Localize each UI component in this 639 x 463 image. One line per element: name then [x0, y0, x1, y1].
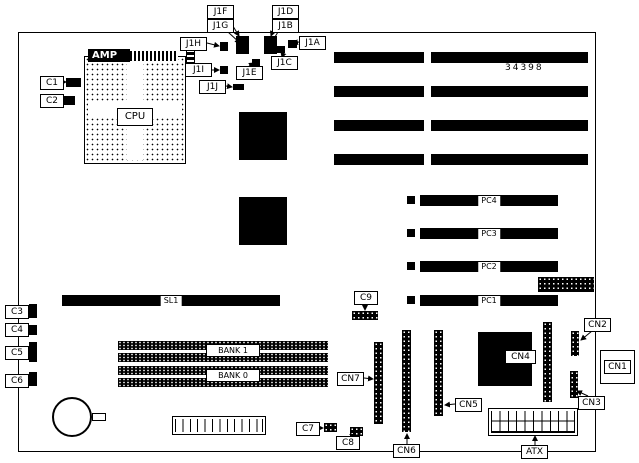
connector-cn6	[402, 330, 411, 432]
pci-slot-label: PC2	[478, 261, 500, 272]
connector-c9	[352, 311, 378, 320]
callout-c8: C8	[336, 436, 360, 450]
pci-slot-pc4: PC4	[420, 195, 558, 206]
simm-socket	[118, 353, 328, 362]
chipset-qfp	[239, 112, 287, 160]
battery-tab	[92, 413, 106, 421]
jumper-block-j1h	[220, 42, 228, 51]
connector-c6	[29, 372, 37, 386]
connector-cn5	[434, 330, 443, 416]
cn1-label: CN1	[604, 360, 631, 374]
callout-c4: C4	[5, 323, 29, 337]
connector-c1	[66, 78, 81, 87]
pci-end-block	[407, 262, 415, 270]
cpu-label: CPU	[117, 108, 153, 126]
pci-end-block	[407, 196, 415, 204]
connector-cn3	[570, 371, 578, 398]
isa-slot-segment	[334, 120, 424, 131]
pci-slot-pc2: PC2	[420, 261, 558, 272]
callout-j1f: J1F	[207, 5, 234, 19]
callout-c3: C3	[5, 305, 29, 319]
chipset-qfp	[239, 197, 287, 245]
simm-socket	[118, 378, 328, 387]
pci-slot-label: PC4	[478, 195, 500, 206]
callout-j1g: J1G	[207, 19, 234, 33]
leader-line	[227, 31, 241, 44]
sl1-slot: SL1	[62, 295, 280, 306]
callout-j1j: J1J	[199, 80, 226, 94]
leader-line	[444, 401, 456, 408]
callout-c6: C6	[5, 374, 29, 388]
callout-cn7: CN7	[337, 372, 364, 386]
pci-slot-label: PC3	[478, 228, 500, 239]
callout-cn6: CN6	[393, 444, 420, 458]
sl1-label: SL1	[160, 295, 182, 306]
pci-slot-label: PC1	[478, 295, 500, 306]
connector-c2	[64, 96, 75, 105]
callout-cn2: CN2	[584, 318, 611, 332]
connector-strip	[543, 322, 552, 402]
callout-cn3: CN3	[578, 396, 605, 410]
atx-connector	[488, 408, 578, 436]
leader-line	[280, 51, 287, 58]
pci-slot-pc3: PC3	[420, 228, 558, 239]
atx-pin-grid	[491, 411, 575, 433]
callout-c1: C1	[40, 76, 64, 90]
callout-j1b: J1B	[272, 19, 299, 33]
connector-c7	[324, 423, 337, 432]
leader-line	[580, 330, 593, 341]
connector-cn2	[571, 331, 579, 356]
callout-c7: C7	[296, 422, 320, 436]
cn4-label: CN4	[505, 350, 536, 364]
callout-j1d: J1D	[272, 5, 299, 19]
callout-j1c: J1C	[271, 56, 298, 70]
amp-label: AMP	[88, 49, 130, 62]
isa-slot-segment	[431, 86, 588, 97]
pci-end-block	[407, 229, 415, 237]
isa-slot-segment	[431, 52, 588, 63]
connector-block	[538, 277, 594, 292]
connector-c3	[29, 304, 37, 318]
callout-j1a: J1A	[299, 36, 326, 50]
battery	[52, 397, 92, 437]
socket-stripe-bar	[130, 51, 178, 61]
connector-c4	[29, 325, 37, 335]
leader-line	[269, 31, 279, 46]
callout-cn5: CN5	[455, 398, 482, 412]
isa-slot-segment	[334, 52, 424, 63]
isa-slot-segment	[334, 154, 424, 165]
isa-slot-segment	[431, 120, 588, 131]
bank1-label: BANK 1	[206, 344, 260, 357]
leader-line	[292, 39, 300, 46]
callout-c2: C2	[40, 94, 64, 108]
leader-line	[576, 390, 589, 397]
callout-j1h: J1H	[180, 37, 207, 51]
leader-line	[363, 375, 374, 382]
connector-c8	[350, 427, 363, 436]
pin-header	[172, 416, 266, 435]
leader-line	[349, 433, 356, 440]
jumper-block-j1j	[233, 84, 244, 90]
jumper-block-j1c	[277, 46, 285, 53]
jumper-block-j1i	[220, 66, 228, 74]
bank0-label: BANK 0	[206, 369, 260, 382]
callout-j1e: J1E	[236, 66, 263, 80]
pci-end-block	[407, 296, 415, 304]
isa-slot-segment	[334, 86, 424, 97]
leader-line	[225, 83, 233, 90]
pci-slot-pc1: PC1	[420, 295, 558, 306]
callout-c5: C5	[5, 346, 29, 360]
callout-atx: ATX	[521, 445, 548, 459]
part-number: 34398	[505, 63, 544, 73]
isa-slot-segment	[431, 154, 588, 165]
connector-c5	[29, 342, 37, 362]
leader-line	[248, 62, 255, 69]
callout-j1i: J1I	[185, 63, 212, 77]
pin-header-grid	[175, 419, 263, 432]
callout-c9: C9	[354, 291, 378, 305]
leader-line	[206, 41, 220, 48]
connector-cn7	[374, 342, 383, 424]
jumper-block-j1e	[252, 59, 260, 66]
